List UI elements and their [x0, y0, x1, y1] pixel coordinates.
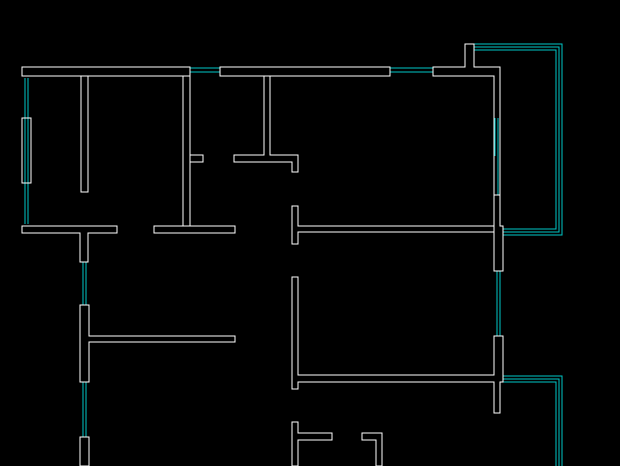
wall-bedroom-upper-left	[291, 205, 495, 245]
wall-bottom-right	[361, 432, 383, 466]
window-top-1	[190, 67, 220, 73]
window-top-2	[390, 67, 433, 73]
window-left-lower-2	[82, 382, 87, 437]
wall-left-lower	[79, 304, 236, 383]
wall-top-middle	[219, 66, 391, 77]
wall-bottom-left	[291, 421, 333, 466]
wall-horizontal-left	[21, 225, 118, 263]
balcony-lower	[503, 375, 563, 466]
wall-right-upper	[493, 194, 504, 272]
wall-closet-stub	[189, 154, 204, 163]
window-group	[24, 43, 563, 466]
wall-group	[21, 43, 504, 466]
window-left-lower-1	[82, 262, 87, 305]
wall-inner-vertical-2	[182, 75, 191, 227]
wall-top-right	[432, 43, 501, 196]
wall-left-bottom-stub	[79, 436, 90, 466]
window-left-upper	[24, 78, 29, 224]
wall-left-pier	[21, 117, 32, 184]
wall-horizontal-center	[153, 225, 236, 234]
wall-inner-vertical-1	[80, 75, 89, 193]
wall-t-divider	[233, 75, 299, 173]
wall-top-left	[21, 66, 191, 77]
balcony-upper	[474, 43, 563, 236]
window-right-mid	[496, 271, 501, 336]
wall-bedroom-lower	[291, 276, 504, 414]
